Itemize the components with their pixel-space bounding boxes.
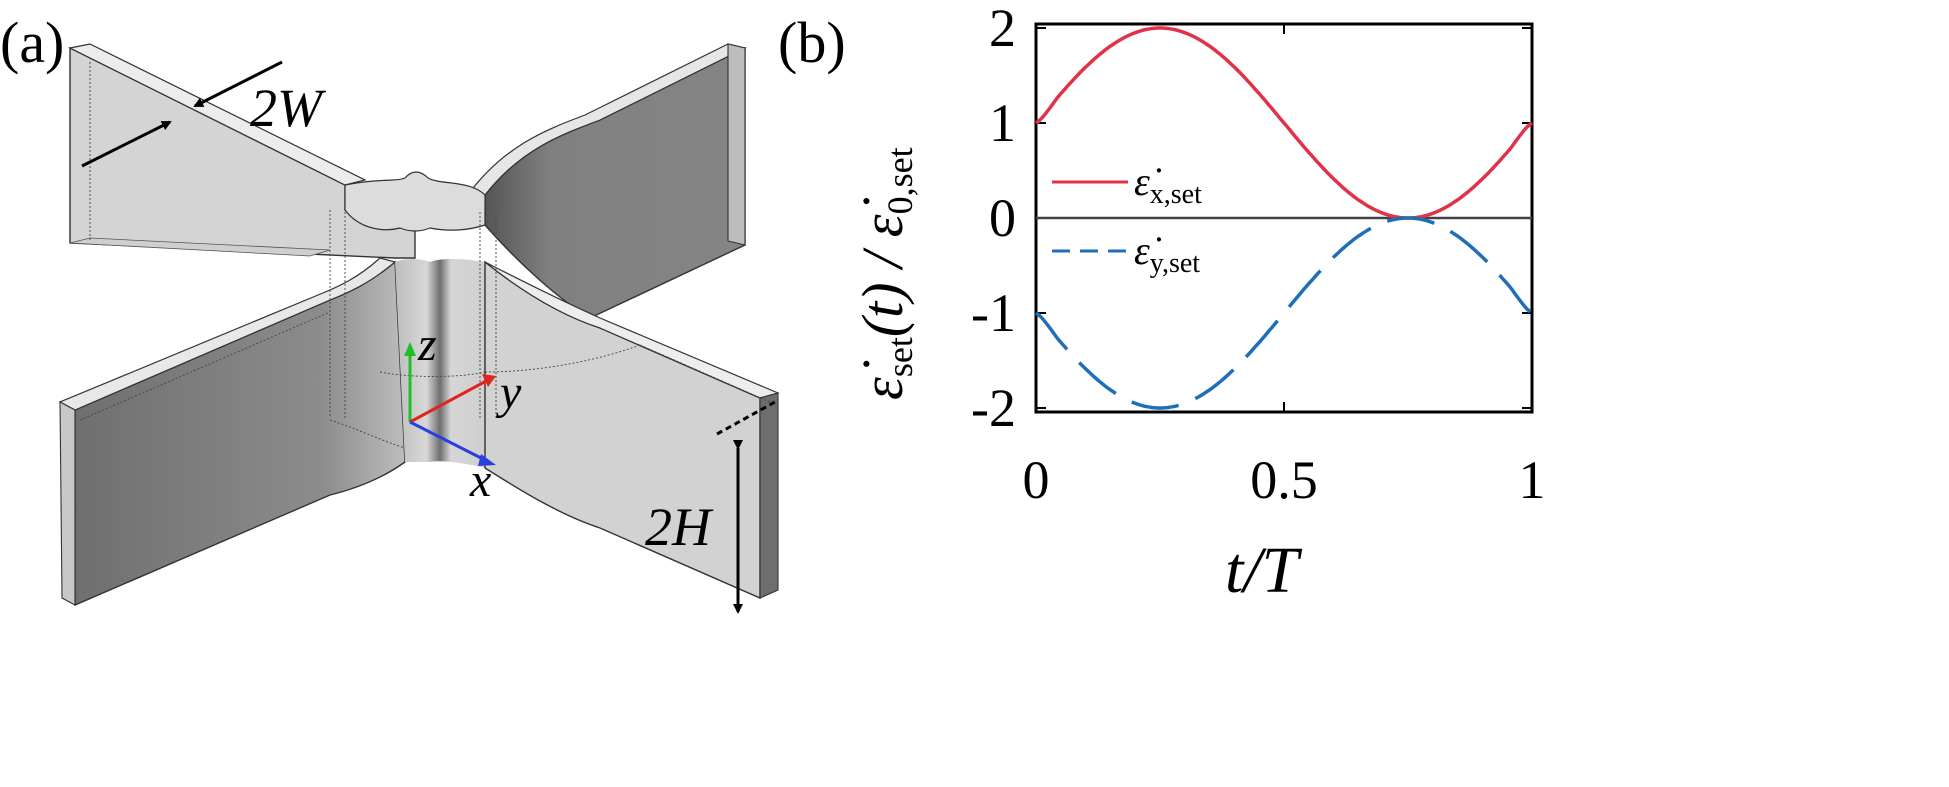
legend-label-y: ε̇y,set <box>1134 228 1200 279</box>
z-axis-label: z <box>417 318 437 371</box>
slab-back-right-side <box>727 43 746 246</box>
panel-a: (a) <box>0 10 780 614</box>
hidden-edges <box>79 60 771 449</box>
y-axis-arrow <box>409 378 489 424</box>
y-axis-label: y <box>495 366 522 419</box>
x-tick-label: 0 <box>1023 450 1050 510</box>
slab-front-right-side <box>759 392 779 599</box>
slab-back-left-top <box>68 43 367 186</box>
dimension-2h: 2H <box>645 400 776 614</box>
y-tick-label: 1 <box>989 93 1016 153</box>
slab-back-right-face <box>484 46 746 319</box>
panel-a-label: (a) <box>0 10 64 75</box>
slab-front-left-face <box>74 260 406 607</box>
coordinate-axes: z y x <box>404 318 522 507</box>
chart-lines <box>1034 26 1534 410</box>
x-axis-arrow <box>409 420 486 462</box>
x-tick-label: 0.5 <box>1250 450 1318 510</box>
chart-legend: ε̇x,set ε̇y,set <box>1052 159 1202 279</box>
center-waist <box>395 259 485 468</box>
dimension-2h-label: 2H <box>645 497 714 557</box>
series-line-0 <box>1034 26 1534 220</box>
y-tick-label: -1 <box>971 283 1016 343</box>
y-tick-label: 2 <box>989 0 1016 58</box>
center-top-surface <box>344 171 486 232</box>
y-tick-label: -2 <box>971 378 1016 438</box>
x-tick-label: 1 <box>1519 450 1546 510</box>
panel-b-label: (b) <box>778 10 846 75</box>
dimension-2w: 2W <box>81 60 327 168</box>
chart-y-label: ε̇set(t) / ε̇0,set <box>850 147 920 400</box>
x-axis-label: x <box>469 454 491 507</box>
slab-front-right-face <box>484 260 761 600</box>
slab-front-left-side <box>59 401 76 606</box>
y-tick-label: 0 <box>989 188 1016 248</box>
slab-back-left-face <box>69 46 416 259</box>
chart-x-label: t/T <box>1225 534 1303 607</box>
svg-text:ε̇set(t) / ε̇0,set: ε̇set(t) / ε̇0,set <box>850 147 920 400</box>
dimension-2w-label: 2W <box>250 78 327 138</box>
